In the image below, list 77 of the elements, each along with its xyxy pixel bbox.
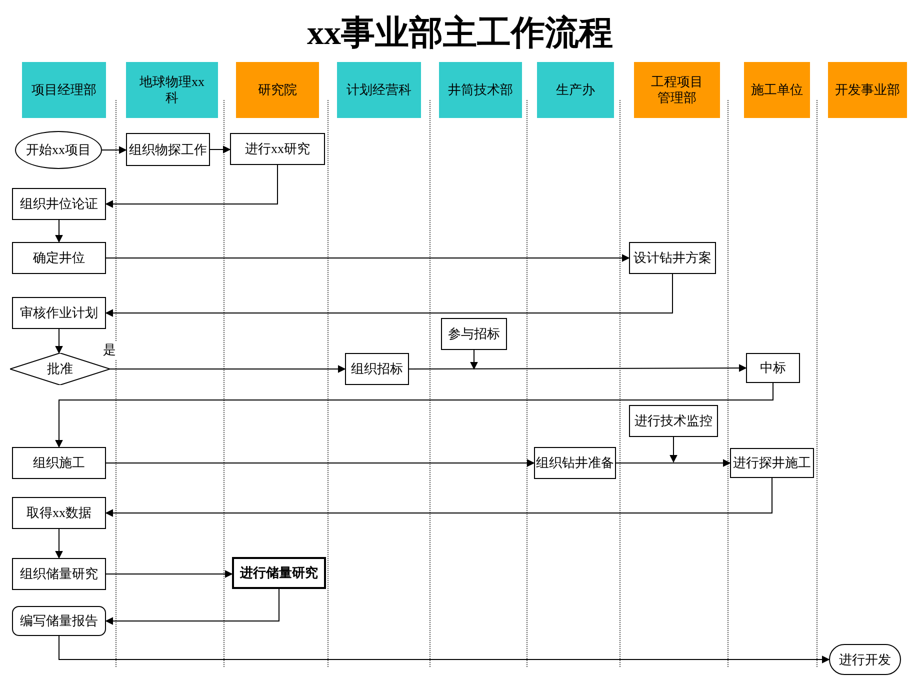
arrow	[110, 365, 346, 373]
node-text: 组织招标	[351, 361, 403, 377]
arrow	[670, 436, 678, 463]
arrow	[105, 588, 280, 625]
node-text: 组织储量研究	[20, 566, 98, 582]
process-box	[232, 557, 326, 589]
process-box	[629, 405, 718, 437]
lane-header	[337, 62, 421, 118]
node-text: 研究院	[258, 82, 297, 98]
node-text: 批准	[47, 361, 73, 377]
diagram-title: xx事业部主工作流程	[306, 13, 614, 54]
node-text: 井筒技术部	[448, 82, 513, 98]
node-text: 取得xx数据	[26, 505, 92, 521]
arrow	[408, 364, 747, 372]
process-box	[230, 133, 325, 165]
node-text: 进行技术监控	[634, 413, 712, 429]
process-box	[12, 447, 106, 479]
node-text: 进行开发	[839, 652, 891, 668]
node-text: 地球物理xx科	[138, 74, 206, 106]
process-box	[12, 297, 106, 329]
node-text: 组织物探工作	[129, 142, 207, 158]
arrow	[105, 274, 673, 317]
arrow	[470, 350, 478, 370]
process-box	[441, 318, 507, 350]
process-box	[12, 606, 106, 636]
arrow	[55, 382, 774, 448]
lane-header	[439, 62, 522, 118]
arrow	[55, 328, 63, 354]
arrow	[210, 146, 231, 154]
process-box	[629, 242, 716, 274]
node-text: 中标	[760, 360, 786, 376]
node-text: 工程项目管理部	[650, 74, 704, 106]
node-text: 审核作业计划	[20, 305, 98, 321]
end-terminator	[829, 644, 901, 675]
arrow	[102, 146, 127, 154]
process-box	[12, 497, 106, 529]
lane-header	[828, 62, 907, 118]
lane-header	[126, 62, 218, 118]
node-text: 计划经营科	[346, 82, 412, 98]
arrow	[105, 164, 278, 208]
process-box	[345, 353, 409, 385]
arrow	[106, 254, 630, 262]
node-text: 项目经理部	[32, 82, 96, 98]
node-text: 组织井位论证	[20, 196, 98, 212]
process-box	[534, 447, 616, 479]
arrow	[55, 528, 63, 559]
node-text: 组织施工	[33, 455, 85, 471]
process-box	[12, 188, 106, 220]
lane-header	[236, 62, 319, 118]
node-text: 参与招标	[448, 326, 500, 342]
node-text: 进行储量研究	[240, 565, 318, 581]
node-text: 进行xx研究	[245, 141, 310, 157]
node-text: 施工单位	[751, 82, 803, 98]
process-box	[126, 133, 210, 166]
node-text: 生产办	[556, 82, 595, 98]
lane-header	[744, 62, 810, 118]
arrow	[616, 459, 731, 467]
node-text: 开始xx项目	[26, 142, 91, 158]
arrow	[105, 478, 772, 517]
node-text: 确定井位	[33, 250, 85, 266]
node-text: 组织钻井准备	[536, 455, 614, 471]
arrow	[106, 570, 233, 578]
lane-header	[537, 62, 614, 118]
lane-header	[634, 62, 720, 118]
arrow	[58, 636, 830, 664]
process-box	[12, 242, 106, 274]
process-box	[746, 353, 800, 383]
node-text: 设计钻井方案	[634, 250, 712, 266]
process-box	[12, 558, 106, 590]
lane-header	[22, 62, 106, 118]
arrow	[106, 459, 535, 467]
node-text: 进行探井施工	[733, 455, 811, 471]
process-box	[730, 448, 814, 478]
node-text: 开发事业部	[835, 82, 900, 98]
node-text: 编写储量报告	[20, 613, 98, 629]
edge-label: 是	[102, 341, 117, 359]
arrow	[55, 220, 63, 243]
